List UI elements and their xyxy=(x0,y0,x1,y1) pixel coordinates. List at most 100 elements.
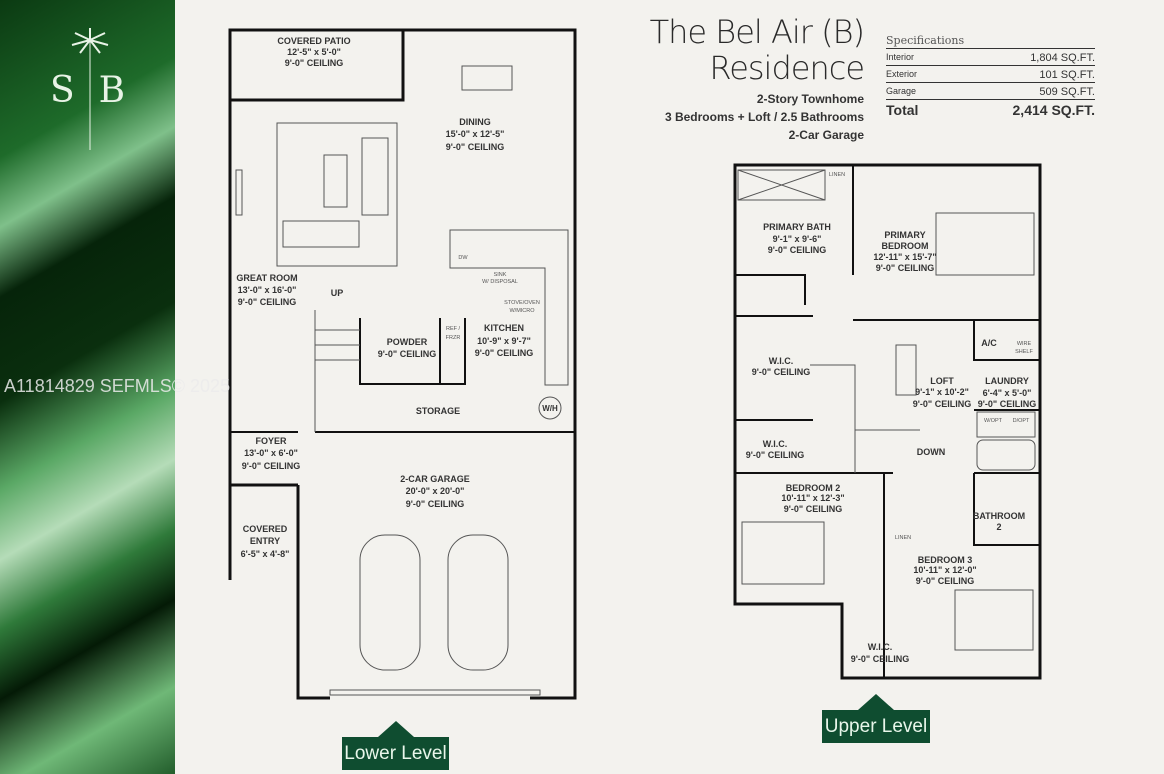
fridge-label: REF / xyxy=(446,326,461,332)
palm-tree-icon xyxy=(71,28,109,150)
room-kitchen-name: KITCHEN xyxy=(484,323,524,333)
room-primary-bath-name: PRIMARY BATH xyxy=(763,222,831,232)
interior-wall xyxy=(230,318,575,433)
room-kitchen-size: 10'-9" x 9'-7" xyxy=(477,336,531,346)
room-dining-size: 15'-0" x 12'-5" xyxy=(446,129,505,139)
room-loft-size: 9'-1" x 10'-2" xyxy=(915,387,969,397)
plan-detail xyxy=(71,28,109,54)
sofa xyxy=(282,220,360,248)
exterior-wall xyxy=(228,28,577,700)
leaf-photo-panel: SB xyxy=(0,0,175,774)
upper-level-badge: Upper Level xyxy=(822,694,930,743)
dryer-label: D/OPT xyxy=(1013,418,1030,424)
detail-bedrooms: 3 Bedrooms + Loft / 2.5 Bathrooms xyxy=(664,110,864,124)
spec-value: 2,414 SQ.FT. xyxy=(1012,102,1095,118)
sink-label: SINK xyxy=(494,272,507,278)
lower-level-plan: COVERED PATIO 12'-5" x 5'-0" 9'-0" CEILI… xyxy=(228,28,577,700)
room-kitchen-ceiling: 9'-0" CEILING xyxy=(475,348,533,358)
car xyxy=(447,534,509,671)
room-dining-ceiling: 9'-0" CEILING xyxy=(446,142,504,152)
detail-garage: 2-Car Garage xyxy=(788,128,864,142)
room-storage-name: STORAGE xyxy=(416,406,460,416)
stove-label-2: W/MICRO xyxy=(509,308,535,314)
coffee-table xyxy=(323,154,348,208)
room-entry-size: 6'-5" x 4'-8" xyxy=(241,549,290,559)
room-wic3-ceiling: 9'-0" CEILING xyxy=(851,654,909,664)
room-bathroom2-name: BATHROOM xyxy=(973,511,1025,521)
water-heater-label: W/H xyxy=(542,404,558,413)
tv xyxy=(235,169,243,216)
room-wic3-name: W.I.C. xyxy=(868,642,893,652)
primary-bed xyxy=(935,212,1035,276)
wire-shelf-label-2: SHELF xyxy=(1015,349,1033,355)
spec-label: Total xyxy=(886,102,919,118)
room-primary-bedroom-size: 12'-11" x 15'-7" xyxy=(873,252,936,262)
dining-table xyxy=(461,65,513,91)
spec-value: 1,804 SQ.FT. xyxy=(1030,52,1095,64)
room-bedroom2-size: 10'-11" x 12'-3" xyxy=(781,493,844,503)
stairs xyxy=(810,364,920,473)
room-great-size: 13'-0" x 16'-0" xyxy=(238,285,297,295)
bed-2 xyxy=(741,521,825,585)
room-loft-name: LOFT xyxy=(930,376,954,386)
exterior-wall xyxy=(733,163,1042,680)
wire-shelf-label: WIRE xyxy=(1017,341,1032,347)
stairs xyxy=(314,310,360,432)
page-title-line2: Residence xyxy=(709,49,865,87)
room-entry-name-2: ENTRY xyxy=(250,536,280,546)
room-bedroom2-name: BEDROOM 2 xyxy=(786,483,841,493)
spec-label: Garage xyxy=(886,86,917,96)
room-wic1-ceiling: 9'-0" CEILING xyxy=(752,367,810,377)
room-laundry-ceiling: 9'-0" CEILING xyxy=(978,399,1036,409)
loft-sofa xyxy=(895,344,917,396)
room-wic1-name: W.I.C. xyxy=(769,356,794,366)
upper-level-plan: LINEN LINEN WIRE SHELF W/OPT D/OPT PRIMA… xyxy=(733,163,1042,680)
room-powder-name: POWDER xyxy=(387,337,428,347)
stove-label: STOVE/OVEN xyxy=(504,300,540,306)
water-heater xyxy=(538,396,562,420)
interior-wall xyxy=(735,165,1040,678)
linen-label: LINEN xyxy=(829,172,845,178)
room-great-ceiling: 9'-0" CEILING xyxy=(238,297,296,307)
washer-label: W/OPT xyxy=(984,418,1003,424)
fridge-label-2: FRZR xyxy=(446,335,461,341)
rug xyxy=(276,122,398,267)
garage-door xyxy=(329,689,541,696)
lower-level-badge: Lower Level xyxy=(342,721,449,770)
bed-3 xyxy=(954,589,1034,651)
room-primary-bedroom-name-2: BEDROOM xyxy=(882,241,929,251)
room-bedroom2-ceiling: 9'-0" CEILING xyxy=(784,504,842,514)
detail-stories: 2-Story Townhome xyxy=(756,92,864,106)
room-foyer-size: 13'-0" x 6'-0" xyxy=(244,448,298,458)
bathtub xyxy=(976,439,1036,471)
spec-row-exterior: Exterior 101 SQ.FT. xyxy=(886,66,1095,83)
room-bedroom3-name: BEDROOM 3 xyxy=(918,555,973,565)
spec-value: 101 SQ.FT. xyxy=(1039,69,1095,81)
page-title-line1: The Bel Air (B) xyxy=(649,13,865,51)
dishwasher-label: DW xyxy=(458,255,468,261)
washer-dryer xyxy=(976,411,1036,438)
room-garage-name: 2-CAR GARAGE xyxy=(400,474,470,484)
sofa xyxy=(361,137,389,216)
room-patio-size: 12'-5" x 5'-0" xyxy=(287,47,341,57)
room-foyer-name: FOYER xyxy=(255,436,287,446)
car xyxy=(359,534,421,671)
stairs-up-label: UP xyxy=(331,288,344,298)
room-foyer-ceiling: 9'-0" CEILING xyxy=(242,461,300,471)
room-garage-ceiling: 9'-0" CEILING xyxy=(406,499,464,509)
shower xyxy=(737,169,826,201)
home-details: 2-Story Townhome 3 Bedrooms + Loft / 2.5… xyxy=(665,90,864,144)
room-bedroom3-size: 10'-11" x 12'-0" xyxy=(913,565,976,575)
room-bathroom2-name-2: 2 xyxy=(996,522,1001,532)
stairs-down-label: DOWN xyxy=(917,447,946,457)
room-powder-ceiling: 9'-0" CEILING xyxy=(378,349,436,359)
room-primary-bath-size: 9'-1" x 9'-6" xyxy=(773,234,822,244)
linen-label-2: LINEN xyxy=(895,535,911,541)
room-loft-ceiling: 9'-0" CEILING xyxy=(913,399,971,409)
room-patio-ceiling: 9'-0" CEILING xyxy=(285,58,343,68)
spec-label: Exterior xyxy=(886,69,918,79)
